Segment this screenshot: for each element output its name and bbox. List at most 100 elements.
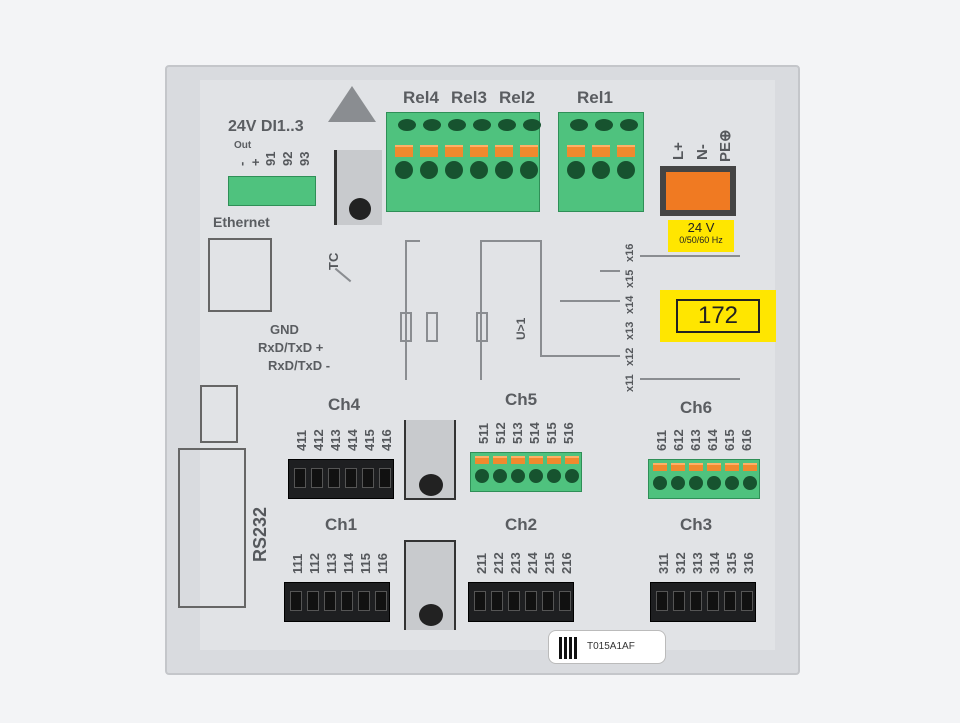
release-lever[interactable]: [529, 456, 543, 464]
wire-entry: [520, 161, 538, 179]
channel-connector[interactable]: [284, 582, 390, 622]
wire-entry: [653, 476, 667, 490]
terminal-number: 413: [328, 429, 343, 451]
channel-label: Ch1: [325, 515, 358, 534]
wire-entry: [547, 469, 561, 483]
di-connector[interactable]: [228, 176, 316, 206]
serial-port[interactable]: [200, 385, 238, 443]
pin-socket: [525, 591, 537, 611]
pin-socket: [290, 591, 302, 611]
wire-entry: [725, 476, 739, 490]
rs232-label: RS232: [250, 506, 270, 562]
release-lever[interactable]: [653, 463, 667, 471]
di-title: 24V DI1..3: [228, 118, 304, 135]
channel-connector[interactable]: [288, 459, 394, 499]
x-term-label: x14: [624, 295, 636, 314]
id-badge: 172: [660, 290, 776, 342]
gnd-label: GND: [270, 322, 299, 337]
terminal-number: 415: [362, 429, 377, 451]
release-lever[interactable]: [707, 463, 721, 471]
pin-socket: [724, 591, 736, 611]
pin-socket: [362, 468, 374, 488]
wire-entry: [398, 119, 416, 131]
release-lever[interactable]: [493, 456, 507, 464]
pin-socket: [341, 591, 353, 611]
channel-connector[interactable]: [470, 452, 582, 492]
terminal-number: 214: [525, 552, 540, 574]
wire-entry: [567, 161, 585, 179]
terminal-number: 216: [559, 552, 574, 574]
di-term-label: +: [248, 158, 263, 166]
channel-label: Ch5: [505, 390, 538, 409]
power-connector[interactable]: [660, 166, 736, 216]
power-rating-label: 24 V 0/50/60 Hz: [668, 220, 734, 252]
channel-connector[interactable]: [648, 459, 760, 499]
wire-entry: [470, 161, 488, 179]
pin-socket: [542, 591, 554, 611]
release-lever[interactable]: [725, 463, 739, 471]
release-lever[interactable]: [470, 145, 488, 157]
release-lever[interactable]: [592, 145, 610, 157]
wire-entry: [707, 476, 721, 490]
wire-entry: [473, 119, 491, 131]
di-term-label: 93: [297, 151, 312, 166]
di-out-label: Out: [234, 140, 252, 151]
release-lever[interactable]: [520, 145, 538, 157]
terminal-number: 313: [690, 552, 705, 574]
wire-entry: [565, 469, 579, 483]
di-term-label: 92: [280, 151, 295, 166]
wire-entry: [423, 119, 441, 131]
release-lever[interactable]: [420, 145, 438, 157]
pin-socket: [358, 591, 370, 611]
mounting-slot: [404, 540, 456, 630]
terminal-number: 111: [290, 553, 305, 574]
power-term-label: N-: [694, 144, 711, 160]
wire-entry: [445, 161, 463, 179]
release-lever[interactable]: [567, 145, 585, 157]
release-lever[interactable]: [671, 463, 685, 471]
release-lever[interactable]: [511, 456, 525, 464]
relay-connector-rel1[interactable]: [558, 112, 644, 212]
terminal-number: 213: [508, 552, 523, 574]
release-lever[interactable]: [395, 145, 413, 157]
terminal-number: 515: [544, 422, 559, 444]
wire-entry: [420, 161, 438, 179]
release-lever[interactable]: [547, 456, 561, 464]
terminal-number: 416: [379, 429, 394, 451]
pin-socket: [491, 591, 503, 611]
pin-socket: [508, 591, 520, 611]
release-lever[interactable]: [689, 463, 703, 471]
channel-connector[interactable]: [468, 582, 574, 622]
release-lever[interactable]: [475, 456, 489, 464]
release-lever[interactable]: [565, 456, 579, 464]
rs232-port[interactable]: [178, 448, 246, 608]
terminal-number: 114: [341, 553, 356, 574]
pin-socket: [375, 591, 387, 611]
terminal-number: 516: [561, 422, 576, 444]
x-term-label: x11: [624, 374, 636, 392]
release-lever[interactable]: [743, 463, 757, 471]
ethernet-port[interactable]: [208, 238, 272, 312]
release-lever[interactable]: [495, 145, 513, 157]
pin-socket: [345, 468, 357, 488]
pin-socket: [474, 591, 486, 611]
terminal-number: 311: [656, 553, 671, 574]
pin-socket: [324, 591, 336, 611]
serial-label: T015A1AF: [548, 630, 666, 664]
relay-label-rel3: Rel3: [451, 88, 487, 107]
terminal-number: 612: [671, 429, 686, 451]
terminal-number: 215: [542, 552, 557, 574]
terminal-number: 113: [324, 553, 339, 574]
power-term-label: L+: [670, 142, 687, 160]
release-lever[interactable]: [445, 145, 463, 157]
terminal-number: 212: [491, 552, 506, 574]
wire-entry: [475, 469, 489, 483]
channel-connector[interactable]: [650, 582, 756, 622]
wire-entry: [743, 476, 757, 490]
release-lever[interactable]: [617, 145, 635, 157]
x-term-label: x15: [624, 269, 636, 288]
terminal-number: 613: [688, 429, 703, 451]
mounting-slot: [404, 420, 456, 500]
x-term-label: x16: [624, 243, 636, 262]
relay-connector-rel2-4[interactable]: [386, 112, 541, 212]
